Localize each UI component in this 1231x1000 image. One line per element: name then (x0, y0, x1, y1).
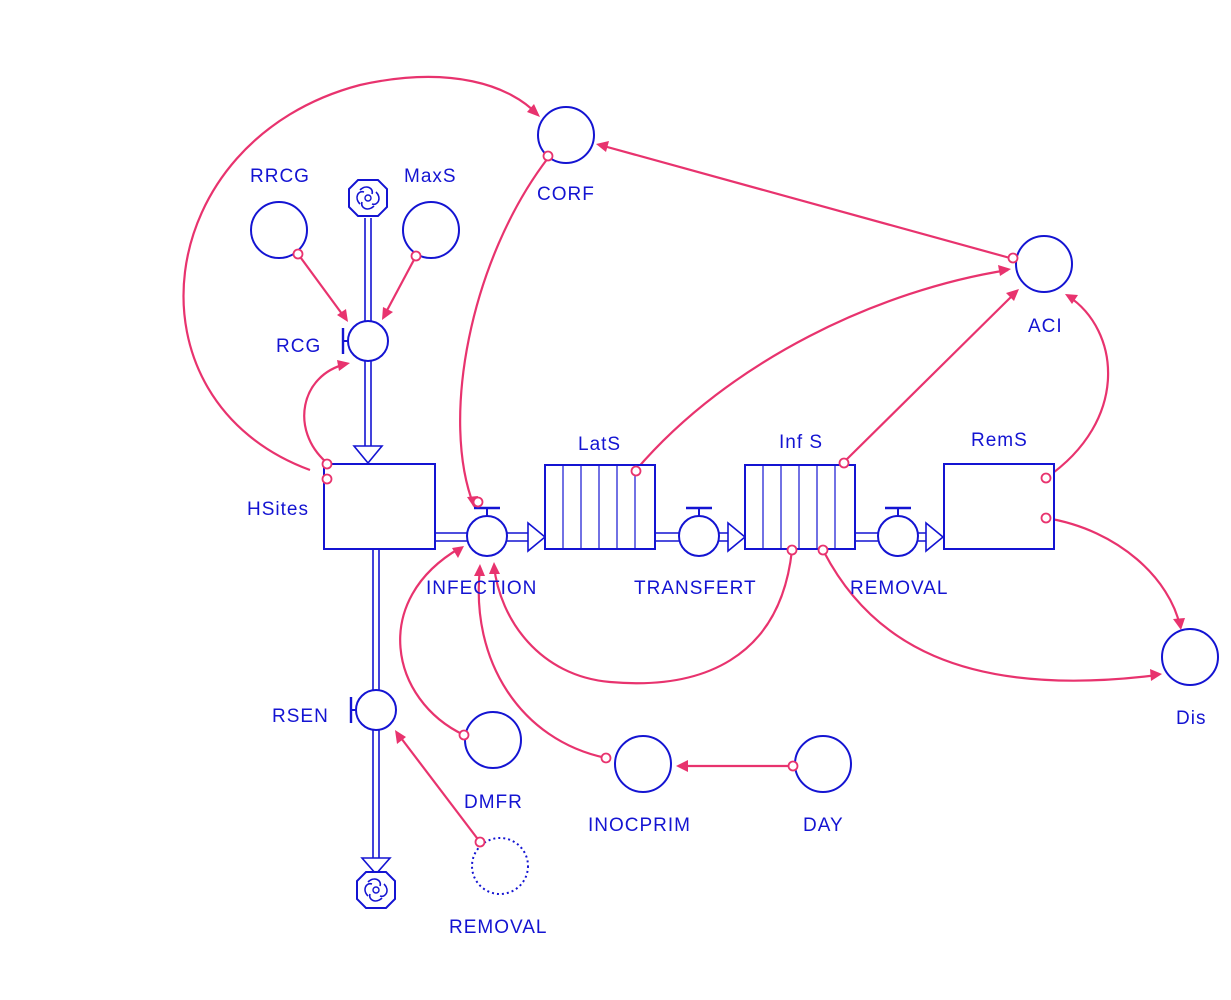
connector-dmfr-infection (399, 547, 465, 736)
label-day: DAY (803, 815, 844, 836)
connector-aci-corf (599, 143, 1011, 260)
arrowhead (1006, 289, 1019, 301)
connector-rrcg-rcg (297, 253, 346, 319)
arrowhead (596, 141, 609, 152)
arrowhead (337, 360, 350, 371)
connector-lats-aci (635, 268, 1009, 471)
converter-dmfr[interactable] (464, 711, 522, 769)
connector-origins (292, 150, 1052, 848)
converter-maxs[interactable] (402, 201, 460, 259)
converter-rrcg[interactable] (250, 201, 308, 259)
valve-infection[interactable] (466, 506, 508, 557)
cloud-source-icon (348, 179, 388, 217)
connector-maxs-rcg (383, 255, 417, 317)
converter-corf[interactable] (537, 106, 595, 164)
connector-corf-infection (459, 157, 549, 507)
label-transfert: TRANSFERT (634, 578, 757, 599)
connector-rems-aci (1045, 295, 1110, 479)
label-hsites: HSites (247, 499, 309, 520)
stock-rems[interactable] (943, 463, 1055, 550)
label-rems: RemS (971, 430, 1028, 451)
converter-aci[interactable] (1015, 235, 1073, 293)
valve-removal[interactable] (877, 506, 919, 557)
arrowhead (676, 760, 688, 772)
connector-infs-aci (843, 291, 1017, 463)
label-removal-ghost: REMOVAL (449, 917, 548, 938)
label-dis: Dis (1176, 708, 1206, 729)
stock-hsites[interactable] (323, 463, 436, 550)
label-rcg: RCG (276, 336, 321, 357)
converter-dis[interactable] (1161, 628, 1219, 686)
label-dmfr: DMFR (464, 792, 523, 813)
connector-inocprim-infection (477, 567, 607, 760)
valve-rsen[interactable] (349, 689, 397, 731)
label-infs: Inf S (779, 432, 823, 453)
arrowhead (1065, 294, 1078, 304)
label-rsen: RSEN (272, 706, 329, 727)
arrowhead (998, 265, 1011, 276)
converter-inocprim[interactable] (614, 735, 672, 793)
stock-infs[interactable] (744, 464, 856, 550)
arrowhead (1173, 618, 1185, 630)
label-removal-flow: REMOVAL (850, 578, 949, 599)
valve-rcg[interactable] (341, 320, 389, 362)
arrowhead (527, 104, 540, 117)
arrowhead (452, 546, 464, 558)
arrowhead (382, 307, 393, 320)
stock-lats[interactable] (544, 464, 656, 550)
label-maxs: MaxS (404, 166, 457, 187)
connector-removal-rsen (397, 733, 481, 843)
converter-day[interactable] (794, 735, 852, 793)
label-infection: INFECTION (426, 578, 537, 599)
label-aci: ACI (1028, 316, 1063, 337)
ghost-converter-removal[interactable] (471, 837, 529, 895)
arrowhead (395, 730, 406, 744)
label-corf: CORF (537, 184, 595, 205)
arrowhead (474, 564, 485, 576)
label-inocprim: INOCPRIM (588, 815, 691, 836)
connector-rems-dis (1045, 516, 1182, 627)
label-lats: LatS (578, 434, 621, 455)
cloud-sink-icon (356, 871, 396, 909)
arrowhead (1150, 669, 1162, 681)
label-rrcg: RRCG (250, 166, 310, 187)
connector-infs-dis (823, 551, 1159, 682)
arrowhead (489, 562, 500, 574)
connector-hsites-corf (182, 75, 539, 472)
connector-hsites-rcg (303, 362, 347, 463)
connectors (182, 75, 1185, 843)
arrowhead (337, 309, 348, 322)
valve-transfert[interactable] (678, 506, 720, 557)
connector-infs-infection (492, 549, 794, 685)
